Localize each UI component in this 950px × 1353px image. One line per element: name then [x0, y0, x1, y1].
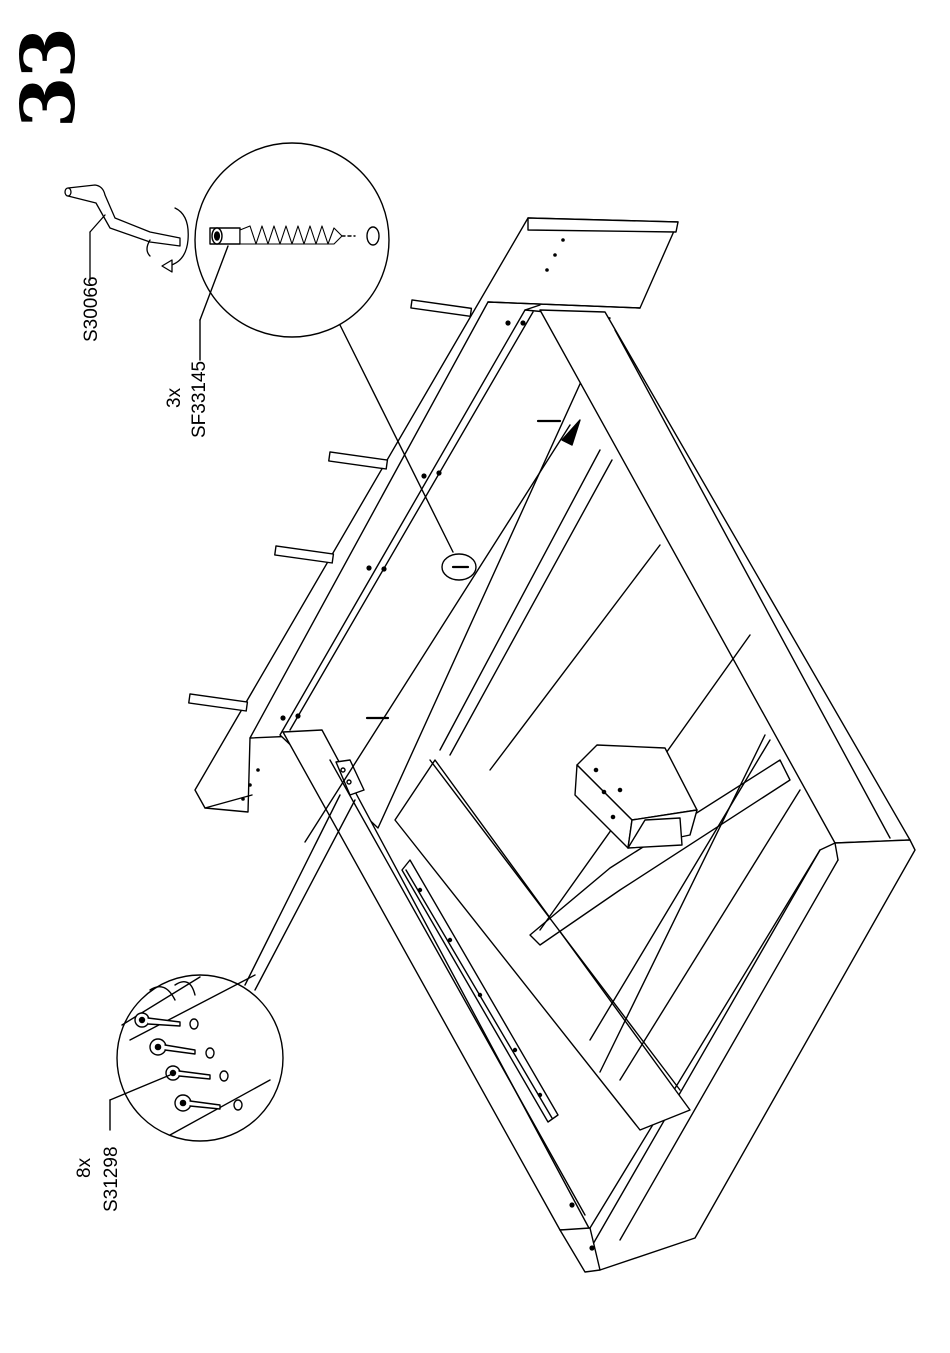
- crank-tool: [65, 185, 188, 280]
- bolt-detail: [195, 143, 389, 360]
- screw-detail: [110, 975, 283, 1141]
- center-support: [575, 745, 697, 848]
